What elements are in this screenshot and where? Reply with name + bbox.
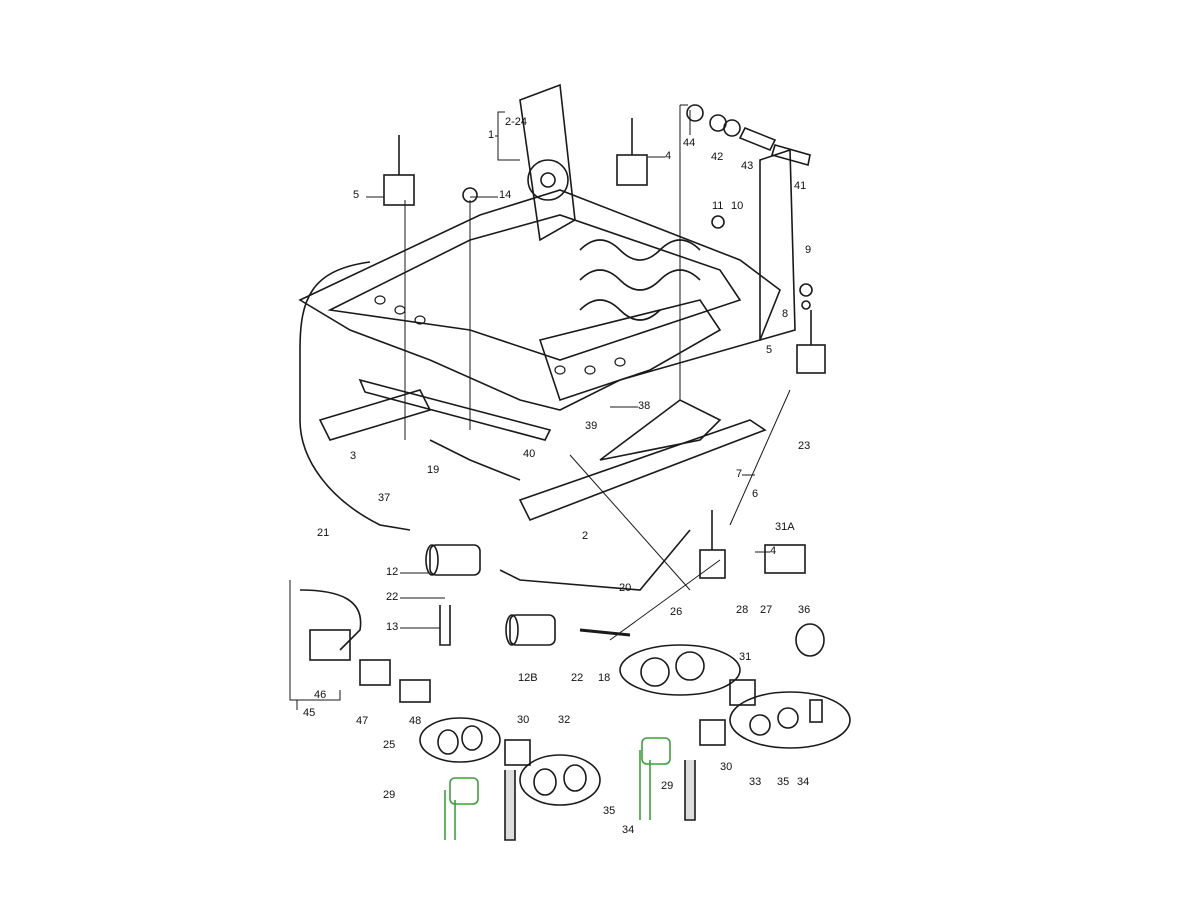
callout-label: 41 (794, 180, 807, 192)
callout-label: 1 (488, 129, 495, 141)
callout-label: 13 (386, 621, 399, 633)
callout-label: 7 (736, 468, 743, 480)
callout-label: 23 (798, 440, 811, 452)
callout-label: 22 (571, 672, 584, 684)
callout-label: 45 (303, 707, 316, 719)
leader-lines (289, 104, 791, 710)
callout-label: 12 (386, 566, 399, 578)
callout-label: 5 (766, 344, 773, 356)
callout-label: 47 (356, 715, 369, 727)
callout-label: 6 (752, 488, 759, 500)
callout-label: 43 (741, 160, 754, 172)
callout-label: 31A (775, 521, 795, 533)
seat-rails (318, 378, 767, 522)
callout-label: 18 (598, 672, 611, 684)
callout-label: 34 (622, 824, 635, 836)
callout-label: 44 (683, 137, 696, 149)
callout-label: 14 (499, 189, 512, 201)
seat-frame (298, 83, 796, 411)
callout-label: 48 (409, 715, 422, 727)
callout-label: 27 (760, 604, 773, 616)
callout-label: 3 (350, 450, 357, 462)
callout-label: 4 (665, 150, 672, 162)
callout-label: 2-24 (505, 116, 528, 128)
callout-label: 9 (805, 244, 812, 256)
callout-label: 22 (386, 591, 399, 603)
callout-label: 33 (749, 776, 762, 788)
callout-label: 32 (558, 714, 571, 726)
callout-label: 12B (518, 672, 538, 684)
callout-label: 46 (314, 689, 327, 701)
switch-panels (309, 623, 851, 841)
callout-label: 37 (378, 492, 391, 504)
callout-label: 30 (720, 761, 733, 773)
callout-label: 20 (619, 582, 632, 594)
callout-label: 34 (797, 776, 810, 788)
callout-label: 4 (770, 545, 777, 557)
callout-label: 31 (739, 651, 752, 663)
callout-label: 42 (711, 151, 724, 163)
callout-label: 28 (736, 604, 749, 616)
cables (299, 261, 691, 651)
highlighted-connectors (444, 737, 671, 840)
callout-label: 36 (798, 604, 811, 616)
callout-label: 38 (638, 400, 651, 412)
callout-label: 5 (353, 189, 360, 201)
callout-label: 40 (523, 448, 536, 460)
motors (383, 118, 826, 646)
callout-label: 10 (731, 200, 744, 212)
callout-label: 8 (782, 308, 789, 320)
callout-label: 30 (517, 714, 530, 726)
callout-label: 19 (427, 464, 440, 476)
callout-label: 25 (383, 739, 396, 751)
callout-label: 11 (712, 200, 724, 212)
callout-label: 29 (661, 780, 674, 792)
callout-label: 2 (582, 530, 589, 542)
callout-label: 35 (603, 805, 616, 817)
callout-label: 39 (585, 420, 598, 432)
callout-label: 26 (670, 606, 683, 618)
callout-label: 21 (317, 527, 330, 539)
callout-label: 35 (777, 776, 790, 788)
callout-label: 29 (383, 789, 396, 801)
